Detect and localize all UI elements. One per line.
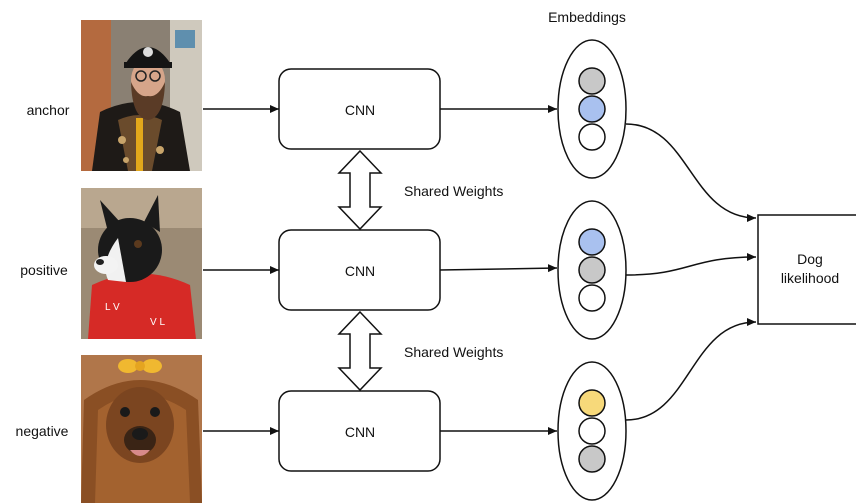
embedding-cell bbox=[578, 284, 606, 312]
input-label-positive: positive bbox=[20, 262, 68, 278]
embedding-cell bbox=[578, 123, 606, 151]
embedding-cell bbox=[578, 256, 606, 284]
connector-negative-to-output bbox=[625, 318, 757, 421]
connector-anchor-to-output bbox=[625, 123, 757, 222]
embedding-group-anchor bbox=[557, 39, 627, 179]
shared-weights-label-top: Shared Weights bbox=[404, 183, 503, 199]
svg-text:L V: L V bbox=[105, 302, 120, 313]
cnn-label-anchor: CNN bbox=[345, 102, 375, 118]
anchor-image bbox=[81, 20, 202, 171]
embedding-cell bbox=[578, 67, 606, 95]
embeddings-title: Embeddings bbox=[548, 9, 626, 25]
embedding-group-negative bbox=[557, 361, 627, 501]
input-label-anchor: anchor bbox=[27, 102, 70, 118]
svg-text:V L: V L bbox=[150, 317, 165, 328]
embedding-cell bbox=[578, 228, 606, 256]
embedding-cell bbox=[578, 445, 606, 473]
shared-weights-label-bottom: Shared Weights bbox=[404, 344, 503, 360]
positive-image: L V V L bbox=[81, 188, 202, 339]
embedding-cell bbox=[578, 417, 606, 445]
cnn-label-negative: CNN bbox=[345, 424, 375, 440]
input-label-negative: negative bbox=[16, 423, 69, 439]
shared-weights-arrow-bottom bbox=[337, 310, 383, 392]
arrow-cnn-to-embedding-positive bbox=[439, 264, 558, 273]
output-label-line2: likelihood bbox=[781, 270, 839, 286]
output-label-line1: Dog bbox=[797, 251, 823, 267]
embedding-cell bbox=[578, 95, 606, 123]
embedding-cell bbox=[578, 389, 606, 417]
cnn-label-positive: CNN bbox=[345, 263, 375, 279]
embedding-group-positive bbox=[557, 200, 627, 340]
negative-image bbox=[81, 355, 202, 503]
connector-positive-to-output bbox=[625, 253, 757, 276]
shared-weights-arrow-top bbox=[337, 149, 383, 231]
output-box bbox=[757, 214, 856, 325]
